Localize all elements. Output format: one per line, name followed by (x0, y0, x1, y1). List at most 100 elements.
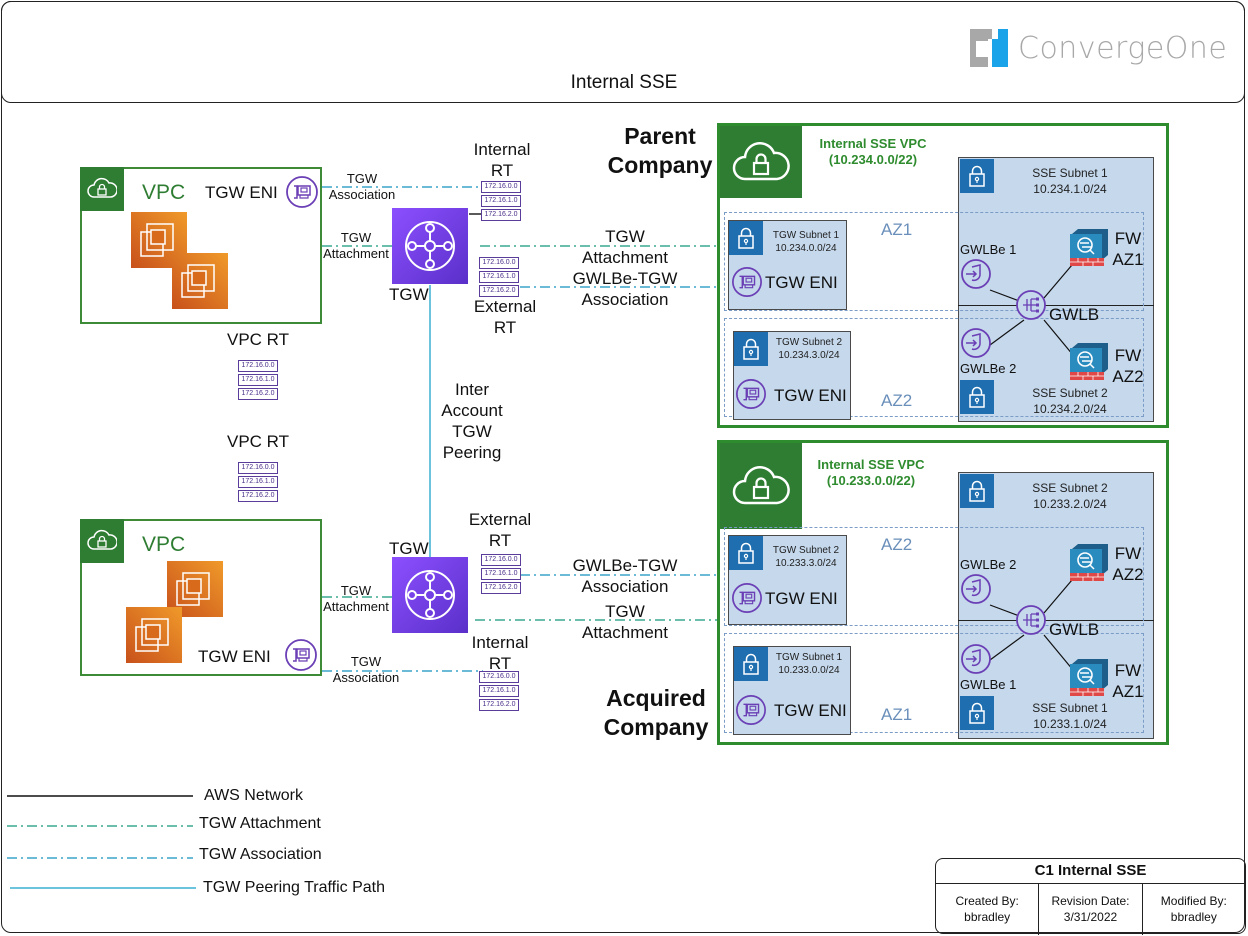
firewall-icon[interactable] (1068, 228, 1110, 273)
vpc-rt-label-bottom: VPC RT (227, 432, 290, 451)
ec2-instance-icon (126, 607, 182, 668)
parent-eni-bottom-label: TGW ENI (774, 386, 847, 405)
top-external-route-table[interactable]: 172.16.0.0 172.16.1.0 172.16.2.0 (479, 257, 519, 299)
subnet-lock-icon (734, 332, 768, 366)
acquired-gwlbe-bottom-label: GWLBe 1 (960, 677, 1017, 692)
acquired-az-top-label: AZ2 (881, 535, 913, 554)
label-line: FW (1114, 661, 1142, 680)
parent-association-label: GWLBe-TGW Association (565, 268, 685, 310)
parent-company-label: Parent Company (598, 122, 722, 180)
eni-icon (735, 378, 767, 415)
modified-by-value: bbradley (1170, 910, 1217, 924)
subnet-name: SSE Subnet 1 (1032, 701, 1108, 715)
acquired-sse-subnet-bottom: SSE Subnet 1 10.233.1.0/24 (1000, 700, 1140, 732)
parent-vpc-title: Internal SSE VPC (10.234.0.0/22) (808, 136, 938, 168)
acquired-eni-top-label: TGW ENI (765, 589, 838, 608)
bottom-external-route-table[interactable]: 172.16.0.0 172.16.1.0 172.16.2.0 (481, 554, 521, 596)
tgw-icon (405, 570, 455, 620)
top-vpc-label: VPC (142, 181, 186, 204)
subnet-cidr: 10.234.3.0/24 (778, 350, 840, 361)
firewall-icon[interactable] (1068, 658, 1110, 703)
vpc-cloud-lock-icon (732, 142, 790, 181)
route-entry: 172.16.2.0 (238, 490, 278, 502)
ec2-instance-icon (172, 253, 228, 314)
gateway-load-balancer-icon[interactable] (1015, 289, 1047, 326)
bottom-tgw-label: TGW (389, 539, 429, 558)
subnet-cidr: 10.234.0.0/24 (775, 243, 837, 254)
label-line: Company (607, 152, 713, 178)
route-entry: 172.16.1.0 (238, 476, 278, 488)
acquired-tgw-subnet-top-label: TGW Subnet 2 10.233.3.0/24 (765, 544, 847, 570)
route-entry: 172.16.1.0 (479, 685, 519, 697)
gwlb-endpoint-icon (960, 258, 992, 295)
revision-date-value: 3/31/2022 (1063, 910, 1118, 924)
label-line: TGW (605, 602, 645, 621)
subnet-lock-icon (960, 159, 994, 193)
subnet-lock-icon (960, 474, 994, 508)
modified-by-cell: Modified By: bbradley (1143, 884, 1245, 935)
label-line: FW (1114, 544, 1142, 563)
parent-tgw-subnet-bottom-label: TGW Subnet 2 10.234.3.0/24 (768, 336, 850, 362)
label-line: Attachment (323, 246, 389, 261)
eni-icon (731, 266, 763, 303)
bottom-vpc-badge (80, 519, 124, 563)
label-line: AZ2 (1112, 565, 1144, 584)
legend-tgw-peering: TGW Peering Traffic Path (203, 879, 385, 896)
subnet-name: SSE Subnet 1 (1032, 166, 1108, 180)
acquired-az-bottom (724, 633, 1144, 733)
subnet-name: TGW Subnet 2 (772, 545, 840, 556)
title-block: C1 Internal SSE Created By: bbradley Rev… (935, 858, 1246, 935)
acquired-gwlb-label: GWLB (1049, 620, 1100, 639)
legend-aws-network: AWS Network (204, 787, 303, 804)
subnet-name: TGW Subnet 2 (775, 337, 843, 348)
route-entry: 172.16.2.0 (238, 388, 278, 400)
parent-az-top-label: AZ1 (881, 220, 913, 239)
top-internal-route-table[interactable]: 172.16.0.0 172.16.1.0 172.16.2.0 (481, 181, 521, 223)
label-line: Attachment (582, 248, 668, 267)
label-line: Internal SSE VPC (817, 457, 925, 472)
subnet-name: SSE Subnet 2 (1032, 481, 1108, 495)
parent-sse-subnet-top: SSE Subnet 1 10.234.1.0/24 (1000, 165, 1140, 197)
bottom-vpc-route-table[interactable]: 172.16.0.0 172.16.1.0 172.16.2.0 (238, 462, 278, 504)
acquired-fw-bottom-label: FW AZ1 (1108, 660, 1148, 702)
route-entry: 172.16.0.0 (481, 181, 521, 193)
top-internal-rt-label: Internal RT (462, 139, 542, 181)
label-line: RT (493, 318, 517, 337)
label-line: Internal SSE VPC (819, 136, 927, 151)
vpc-rt-label-top: VPC RT (227, 330, 290, 349)
firewall-icon[interactable] (1068, 543, 1110, 588)
route-entry: 172.16.1.0 (479, 271, 519, 283)
bottom-external-rt-label: External RT (460, 509, 540, 551)
label-line: Association (328, 187, 396, 202)
page-title: Internal SSE (570, 72, 678, 93)
top-vpc-route-table[interactable]: 172.16.0.0 172.16.1.0 172.16.2.0 (238, 360, 278, 402)
label-line: RT (490, 161, 514, 180)
gateway-load-balancer-icon[interactable] (1015, 604, 1047, 641)
label-line: TGW (340, 583, 372, 598)
label-line: Company (603, 714, 709, 740)
vpc-cloud-lock-icon (732, 466, 790, 505)
bottom-internal-route-table[interactable]: 172.16.0.0 172.16.1.0 172.16.2.0 (479, 671, 519, 713)
acquired-sse-subnet-top: SSE Subnet 2 10.233.2.0/24 (1000, 480, 1140, 512)
subnet-lock-icon (734, 647, 768, 681)
parent-sse-subnet-area (958, 157, 1154, 422)
bottom-transit-gateway[interactable] (392, 557, 468, 633)
route-entry: 172.16.0.0 (481, 554, 521, 566)
top-transit-gateway[interactable] (392, 208, 468, 284)
subnet-lock-icon (960, 696, 994, 730)
vpc-cloud-lock-icon (87, 529, 117, 550)
route-entry: 172.16.0.0 (238, 360, 278, 372)
gwlb-endpoint-icon (960, 327, 992, 364)
subnet-name: SSE Subnet 2 (1032, 386, 1108, 400)
label-line: TGW (605, 227, 645, 246)
firewall-icon[interactable] (1068, 342, 1110, 387)
label-line: (10.233.0.0/22) (826, 473, 916, 488)
route-entry: 172.16.2.0 (481, 209, 521, 221)
subnet-cidr: 10.233.2.0/24 (1033, 497, 1107, 511)
parent-tgw-subnet-top-label: TGW Subnet 1 10.234.0.0/24 (765, 229, 847, 255)
parent-gwlbe-top-label: GWLBe 1 (960, 242, 1017, 257)
route-entry: 172.16.1.0 (238, 374, 278, 386)
bottom-vpc-label: VPC (142, 533, 186, 556)
label-line: FW (1114, 346, 1142, 365)
